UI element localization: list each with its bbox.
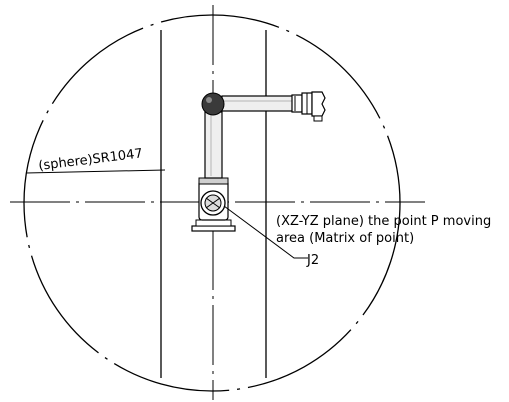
- reach-sphere-boundary: [23, 14, 401, 392]
- robot-base-plate: [191, 225, 236, 232]
- robot-upper-arm: [204, 111, 223, 179]
- robot-forearm: [221, 95, 295, 112]
- robot-base-foot: [195, 219, 232, 227]
- sphere-radius-label: (sphere)SR1047: [38, 146, 144, 174]
- robot-tool-tip: [313, 115, 323, 122]
- robot-base-band: [198, 177, 229, 185]
- joint-j2-label: J2: [306, 253, 319, 268]
- joint-j2-mark-2: [205, 197, 221, 209]
- sphere-radius-leader: [25, 169, 166, 174]
- robot-elbow-highlight: [206, 97, 212, 103]
- plane-label-line1: (XZ-YZ plane) the point P moving: [276, 214, 491, 229]
- j2-leader-line: [223, 205, 308, 259]
- robot-arm: [191, 91, 326, 232]
- plane-label-line2: area (Matrix of point): [276, 231, 414, 246]
- robot-wrist-1: [291, 94, 303, 113]
- robot-tool-flange: [311, 91, 326, 117]
- robot-elbow-joint: [201, 92, 225, 116]
